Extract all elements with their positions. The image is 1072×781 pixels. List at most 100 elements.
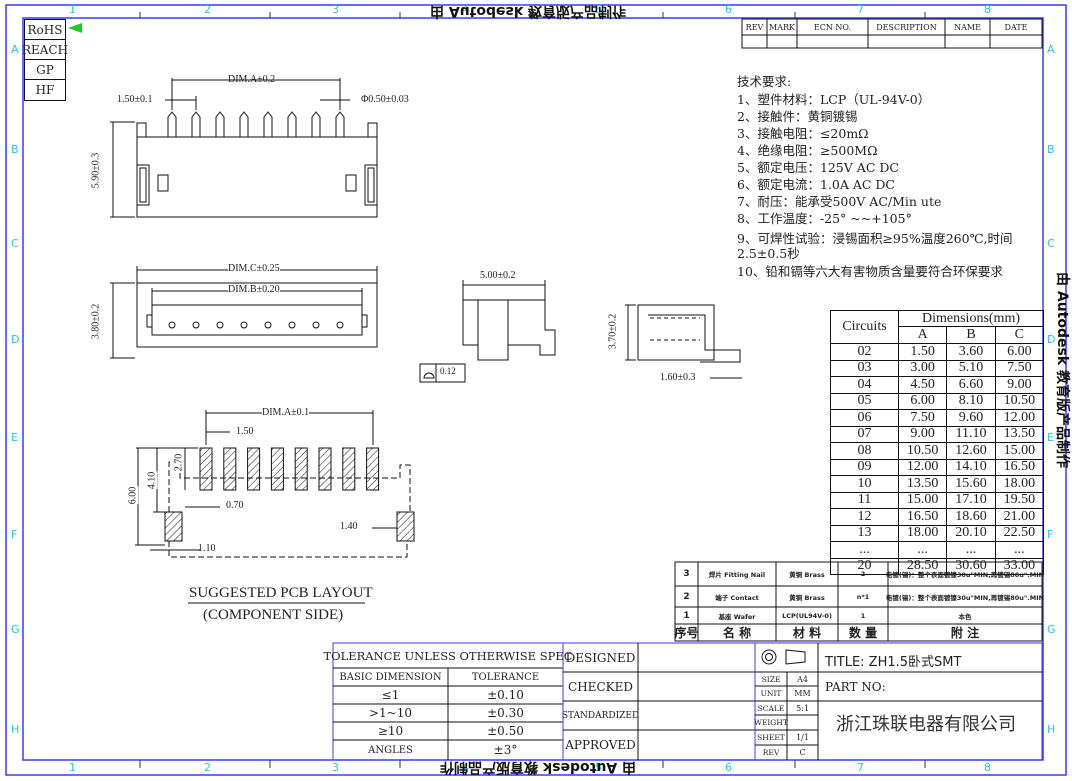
tech-req-item: 4、绝缘电阻：≥500MΩ bbox=[737, 143, 878, 158]
bom-cell: 2 bbox=[860, 570, 866, 578]
circuit-count: ... bbox=[831, 542, 899, 558]
property-label: UNIT bbox=[760, 689, 782, 698]
description-header: DESCRIPTION bbox=[876, 22, 937, 32]
circuit-count: 08 bbox=[831, 443, 899, 459]
bom-cell: LCP(UL94V-0) bbox=[782, 611, 832, 620]
bom-cell: 2 bbox=[683, 591, 690, 602]
pin-hole bbox=[312, 321, 320, 329]
property-value: 1/1 bbox=[796, 733, 809, 742]
dimension-value: 6.60 bbox=[947, 377, 996, 393]
zone-row-label: A bbox=[11, 43, 19, 56]
bom-cell: 端子 Contact bbox=[715, 593, 759, 602]
dimension-value: 3.60 bbox=[947, 344, 996, 360]
dimension-value: 12.00 bbox=[1003, 409, 1036, 425]
top-view bbox=[110, 78, 378, 218]
zone-column-label: 3 bbox=[332, 3, 339, 16]
dimension-value: 28.50 bbox=[899, 558, 948, 574]
dimension-value: 9.00 bbox=[1007, 376, 1032, 392]
pcb-pad bbox=[199, 447, 213, 491]
pcb-caption-title: SUGGESTED PCB LAYOUT bbox=[189, 585, 373, 601]
mark-header: MARK bbox=[769, 22, 795, 32]
col-c-header: C bbox=[1014, 327, 1024, 342]
zone-column-label: 8 bbox=[984, 3, 991, 16]
dimension-value: 6.00 bbox=[899, 393, 948, 409]
property-value: C bbox=[799, 748, 806, 757]
dimension-value: 14.10 bbox=[947, 459, 996, 475]
front-view bbox=[110, 266, 378, 359]
tech-req-title: 技术要求: bbox=[737, 74, 792, 89]
name-header: NAME bbox=[954, 22, 981, 32]
front-height-label: 3.80±0.2 bbox=[90, 303, 102, 340]
side-width-label: 5.00±0.2 bbox=[480, 270, 516, 281]
dimension-value: 12.60 bbox=[947, 443, 996, 459]
pin bbox=[287, 111, 297, 137]
dim-c-label: DIM.C±0.25 bbox=[228, 263, 280, 274]
tolerance-title: TOLERANCE UNLESS OTHERWISE SPEC bbox=[323, 648, 573, 663]
property-value bbox=[787, 715, 818, 730]
circuit-count: 12 bbox=[831, 509, 899, 525]
dimension-value: 16.50 bbox=[1003, 459, 1036, 475]
dimension-value: 22.50 bbox=[1003, 525, 1036, 541]
circuit-count: 20 bbox=[831, 558, 899, 574]
dimension-value: 12.00 bbox=[899, 459, 948, 475]
pad-length-label: 2.70 bbox=[173, 453, 185, 472]
zone-column-label: 6 bbox=[725, 3, 732, 16]
zone-column-label: 7 bbox=[857, 761, 864, 774]
basic-dimension-value: ≤1 bbox=[381, 688, 400, 702]
zone-row-label: H bbox=[1047, 723, 1056, 736]
tech-req-item: 1、塑件材料：LCP（UL-94V-0） bbox=[737, 92, 931, 107]
zone-column-label: 2 bbox=[204, 761, 211, 774]
pcb-dim-a-label: DIM.A±0.1 bbox=[262, 407, 310, 418]
circuit-count: 04 bbox=[831, 377, 899, 393]
tolerance-value: ±3° bbox=[493, 743, 518, 757]
zone-row-label: E bbox=[1047, 431, 1054, 444]
dimension-value: ... bbox=[899, 542, 948, 558]
dimension-value: ... bbox=[1014, 541, 1025, 557]
dimension-value: 13.50 bbox=[899, 476, 948, 492]
property-value: 5:1 bbox=[796, 703, 809, 713]
bom-cell: 3 bbox=[683, 569, 690, 579]
pin bbox=[215, 111, 225, 137]
dimension-value: 19.50 bbox=[1003, 492, 1036, 508]
ecn-header: ECN NO. bbox=[813, 22, 852, 32]
basic-dimension-value: ≥10 bbox=[377, 724, 404, 738]
pcb-pad bbox=[342, 447, 356, 491]
property-label: REV bbox=[762, 748, 780, 757]
dim-b-label: DIM.B±0.20 bbox=[228, 284, 280, 295]
side-pad-label: 1.10 bbox=[198, 543, 216, 554]
zone-column-label: 4 bbox=[462, 761, 469, 774]
side-view bbox=[419, 280, 556, 383]
bom-cell: n*1 bbox=[856, 592, 870, 601]
zone-column-label: 2 bbox=[204, 3, 211, 16]
dimension-value: 17.10 bbox=[947, 492, 996, 508]
compliance-gp: GP bbox=[25, 60, 65, 80]
table-grids bbox=[332, 18, 1043, 761]
zone-row-label: C bbox=[1047, 237, 1055, 250]
pin-dia-label: Φ0.50±0.03 bbox=[361, 94, 409, 105]
compliance-box: RoHS REACH GP HF bbox=[22, 19, 68, 101]
zone-ticks bbox=[139, 12, 926, 768]
rev-header: REV bbox=[745, 22, 764, 32]
watermark-right: 由 Autodesk 教育版产品制作 bbox=[1054, 271, 1071, 469]
part-no-label: PART NO: bbox=[825, 680, 886, 694]
pcb-layout bbox=[135, 410, 415, 604]
zone-column-label: 7 bbox=[857, 3, 864, 16]
tolerance-value: ±0.30 bbox=[487, 706, 524, 720]
bom-cell: 本色 bbox=[958, 612, 972, 621]
bom-cell: 1 bbox=[683, 610, 690, 621]
circuit-count: 06 bbox=[831, 410, 899, 426]
zone-row-label: G bbox=[11, 623, 20, 636]
pin bbox=[191, 111, 201, 137]
pin bbox=[263, 111, 273, 137]
pcb-pad bbox=[366, 447, 380, 491]
dimension-row: ............ bbox=[831, 542, 1043, 559]
zone-row-label: B bbox=[11, 143, 19, 156]
pin-hole bbox=[216, 321, 224, 329]
dimension-value: 15.60 bbox=[947, 476, 996, 492]
basic-dimension-value: ANGLES bbox=[368, 744, 413, 756]
